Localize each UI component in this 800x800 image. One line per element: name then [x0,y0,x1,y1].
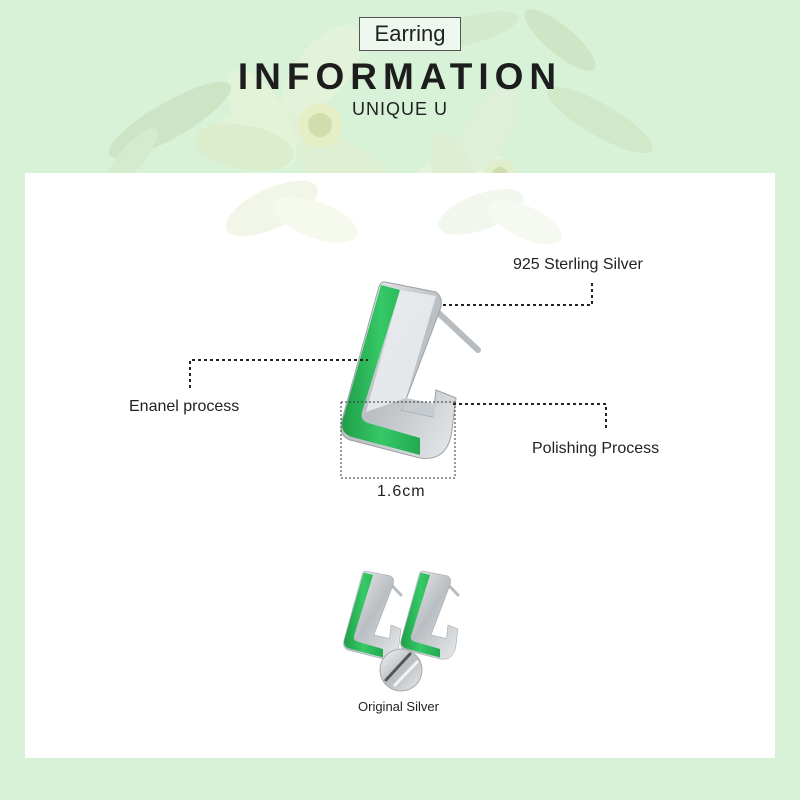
page-title: INFORMATION [237,56,563,97]
earring-pair-right [400,570,460,660]
label-material: 925 Sterling Silver [513,256,643,273]
label-original-silver: Original Silver [358,699,439,714]
silver-swatch [379,648,423,692]
earring-large [340,281,481,459]
size-bracket [340,401,456,479]
label-size: 1.6cm [377,483,426,500]
label-polishing: Polishing Process [532,440,660,457]
callout-lines [189,283,607,430]
page-subtitle: UNIQUE U [351,99,448,119]
label-enamel: Enanel process [129,398,240,415]
earring-pair-left [343,570,403,660]
header-tag: Earring [359,17,461,51]
